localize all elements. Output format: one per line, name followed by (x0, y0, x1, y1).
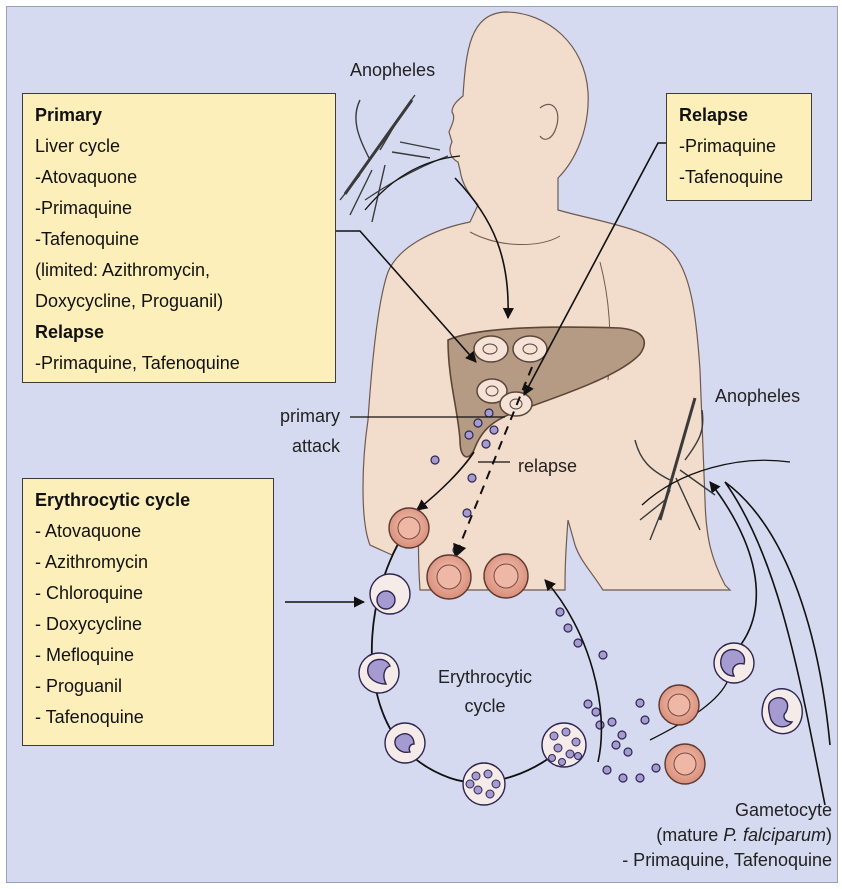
erythrocytic-line: - Doxycycline (35, 609, 263, 640)
relapse-line: -Primaquine (679, 131, 801, 162)
primary-relapse-heading: Relapse (35, 317, 325, 348)
anopheles-label-top: Anopheles (350, 58, 435, 82)
relapse-label: relapse (518, 454, 577, 478)
anopheles-label-right: Anopheles (715, 384, 800, 408)
primary-relapse-line: -Primaquine, Tafenoquine (35, 348, 325, 379)
erythrocytic-line: - Tafenoquine (35, 702, 263, 733)
gametocyte-drugs-label: - Primaquine, Tafenoquine (520, 848, 832, 872)
gametocyte-label-2: (mature P. falciparum) (520, 823, 832, 847)
gametocyte-label-1: Gametocyte (520, 798, 832, 822)
primary-line: -Primaquine (35, 193, 325, 224)
erythrocytic-line: - Proguanil (35, 671, 263, 702)
erythrocytic-line: - Mefloquine (35, 640, 263, 671)
liver-cell (513, 336, 547, 362)
relapse-treatment-box: Relapse -Primaquine -Tafenoquine (666, 93, 812, 201)
cycle-label-1: Erythrocytic (420, 665, 550, 689)
liver-cell (474, 336, 508, 362)
primary-line: -Tafenoquine (35, 224, 325, 255)
relapse-line: -Tafenoquine (679, 162, 801, 193)
primary-attack-label-2: attack (240, 434, 340, 458)
erythrocytic-treatment-box: Erythrocytic cycle - Atovaquone - Azithr… (22, 478, 274, 746)
relapse-heading: Relapse (679, 100, 801, 131)
erythrocytic-line: - Atovaquone (35, 516, 263, 547)
primary-treatment-box: Primary Liver cycle -Atovaquone -Primaqu… (22, 93, 336, 383)
primary-line: -Atovaquone (35, 162, 325, 193)
primary-heading: Primary (35, 100, 325, 131)
erythrocytic-line: - Chloroquine (35, 578, 263, 609)
primary-attack-label-1: primary (240, 404, 340, 428)
cycle-label-2: cycle (420, 694, 550, 718)
erythrocytic-heading: Erythrocytic cycle (35, 485, 263, 516)
primary-line: Doxycycline, Proguanil) (35, 286, 325, 317)
erythrocytic-line: - Azithromycin (35, 547, 263, 578)
anopheles-mosquito-head (340, 95, 448, 222)
infected-cells (359, 574, 802, 805)
primary-line: (limited: Azithromycin, (35, 255, 325, 286)
primary-line: Liver cycle (35, 131, 325, 162)
